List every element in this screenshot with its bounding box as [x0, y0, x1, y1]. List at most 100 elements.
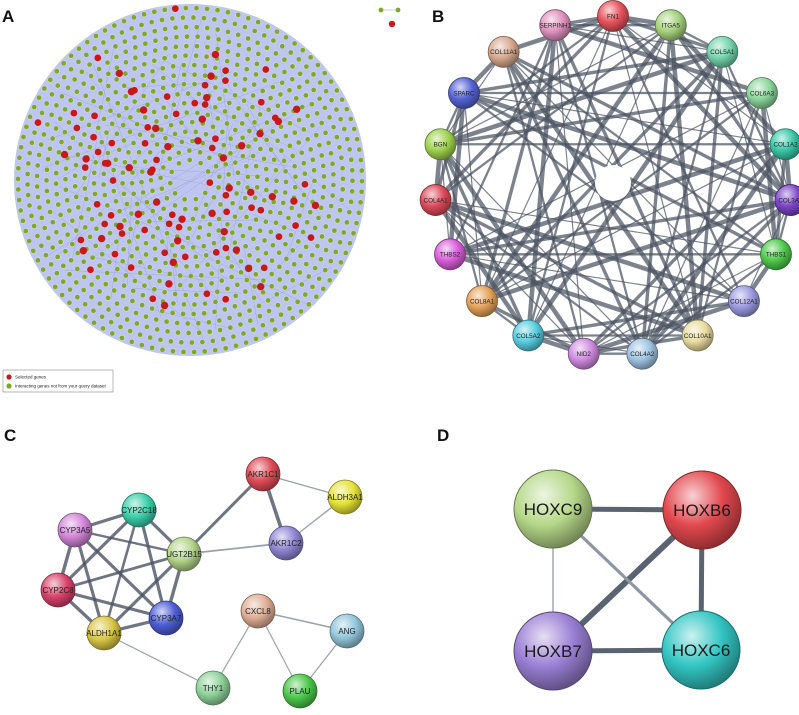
interacting-gene-node: [121, 82, 127, 89]
interacting-gene-node: [152, 37, 159, 44]
interacting-gene-node: [214, 26, 221, 33]
gene-node-col5a1[interactable]: COL5A1: [706, 35, 739, 68]
interacting-gene-node: [326, 277, 333, 284]
selected-gene-node: [178, 215, 186, 223]
gene-node-fn1[interactable]: FN1: [597, 0, 629, 32]
gene-node-cyp2c18[interactable]: CYP2C18: [121, 492, 157, 528]
gene-node-cxcl8[interactable]: CXCL8: [240, 593, 276, 629]
interacting-gene-node: [163, 318, 170, 325]
gene-node-cyp3a5[interactable]: CYP3A5: [57, 512, 93, 548]
interacting-gene-node: [191, 71, 198, 78]
gene-node-hoxb6[interactable]: HOXB6: [662, 470, 742, 550]
gene-node-cyp2c8[interactable]: CYP2C8: [40, 572, 76, 608]
interacting-gene-node: [23, 123, 30, 130]
gene-node-col4a1[interactable]: COL4A1: [419, 184, 452, 216]
interacting-gene-node: [246, 252, 253, 259]
interacting-gene-node: [163, 35, 169, 42]
gene-node-col8a1[interactable]: COL8A1: [466, 285, 498, 318]
interacting-gene-node: [193, 292, 200, 298]
interacting-gene-node: [136, 149, 142, 155]
interacting-gene-node: [41, 85, 48, 92]
gene-node-thbs2[interactable]: THBS2: [434, 238, 466, 271]
gene-node-akr1c1[interactable]: AKR1C1: [245, 456, 281, 492]
interacting-gene-node: [123, 272, 129, 279]
interacting-gene-node: [103, 49, 110, 55]
interacting-gene-node: [57, 212, 64, 218]
interacting-gene-node: [54, 159, 60, 166]
interacting-gene-node: [146, 218, 153, 225]
interacting-gene-node: [170, 300, 177, 307]
gene-node-serpinh1[interactable]: SERPINH1: [539, 9, 571, 42]
gene-node-ang[interactable]: ANG: [329, 613, 365, 649]
selected-gene-node: [125, 163, 133, 172]
interacting-gene-node: [233, 190, 240, 197]
interacting-gene-node: [74, 307, 80, 313]
interacting-gene-node: [50, 219, 56, 225]
interacting-gene-node: [208, 280, 215, 287]
gene-node-hoxc6[interactable]: HOXC6: [661, 610, 741, 690]
interacting-gene-node: [301, 192, 307, 198]
network-edge: [439, 24, 672, 145]
interacting-gene-node: [177, 272, 183, 279]
gene-node-col12a1[interactable]: COL12A1: [728, 285, 760, 318]
interacting-gene-node: [90, 98, 97, 104]
gene-node-thy1[interactable]: THY1: [195, 670, 231, 706]
gene-node-nid2[interactable]: NID2: [567, 337, 600, 370]
network-edge: [150, 95, 317, 247]
gene-node-hoxc9[interactable]: HOXC9: [513, 469, 593, 549]
interacting-gene-node: [82, 313, 89, 320]
interacting-gene-node: [167, 180, 173, 186]
interacting-gene-node: [112, 276, 119, 283]
interacting-gene-node: [121, 18, 127, 24]
gene-node-col5a2[interactable]: COL5A2: [512, 319, 545, 352]
interacting-gene-node: [328, 97, 335, 103]
selected-gene-node: [208, 209, 216, 218]
interacting-gene-node: [128, 25, 135, 32]
interacting-gene-node: [62, 176, 69, 182]
gene-node-sparc[interactable]: SPARC: [448, 77, 480, 109]
gene-node-col6a3[interactable]: COL6A3: [746, 77, 778, 109]
interacting-gene-node: [189, 339, 195, 346]
gene-node-col3a1[interactable]: COL3A1: [774, 184, 799, 216]
gene-node-col4a2[interactable]: COL4A2: [626, 337, 659, 370]
interacting-gene-node: [241, 299, 248, 306]
interacting-gene-node: [74, 88, 80, 95]
gene-node-thbs1[interactable]: THBS1: [760, 238, 792, 271]
gene-node-aldh1a1[interactable]: ALDH1A1: [86, 615, 122, 651]
interacting-gene-node: [315, 62, 321, 68]
interacting-gene-node: [292, 184, 299, 190]
gene-node-bgn[interactable]: BGN: [424, 128, 457, 161]
interacting-gene-node: [299, 281, 305, 288]
gene-node-aldh3a1[interactable]: ALDH3A1: [327, 479, 363, 515]
interacting-gene-node: [131, 34, 138, 41]
interacting-gene-node: [146, 274, 153, 281]
interacting-gene-node: [196, 91, 202, 97]
gene-node-col1a2[interactable]: COL1A2: [769, 128, 799, 161]
gene-node-col10a1[interactable]: COL10A1: [681, 319, 714, 352]
gene-node-akr1c2[interactable]: AKR1C2: [268, 525, 304, 561]
interacting-gene-node: [144, 199, 150, 206]
gene-node-cyp3a7[interactable]: CYP3A7: [148, 600, 184, 636]
interacting-gene-node: [296, 56, 302, 63]
network-edge: [438, 91, 764, 146]
interacting-gene-node: [109, 34, 116, 40]
interacting-gene-node: [82, 185, 88, 192]
interacting-gene-node: [310, 157, 316, 163]
interacting-gene-node: [152, 256, 159, 263]
interacting-gene-node: [190, 311, 197, 317]
interacting-gene-node: [250, 92, 256, 99]
interacting-gene-node: [31, 104, 37, 110]
interacting-gene-node: [193, 206, 199, 212]
gene-node-hoxb7[interactable]: HOXB7: [513, 611, 593, 691]
gene-node-plau[interactable]: PLAU: [282, 673, 318, 709]
interacting-gene-node: [312, 225, 318, 231]
gene-node-itga5[interactable]: ITGA5: [654, 9, 687, 42]
gene-node-ugt2b15[interactable]: UGT2B15: [166, 536, 202, 572]
selected-gene-node: [97, 234, 106, 243]
interacting-gene-node: [235, 180, 242, 186]
interacting-gene-node: [210, 123, 216, 130]
interacting-gene-node: [344, 219, 350, 226]
gene-node-col11a1[interactable]: COL11A1: [487, 35, 520, 68]
interacting-gene-node: [61, 74, 67, 80]
